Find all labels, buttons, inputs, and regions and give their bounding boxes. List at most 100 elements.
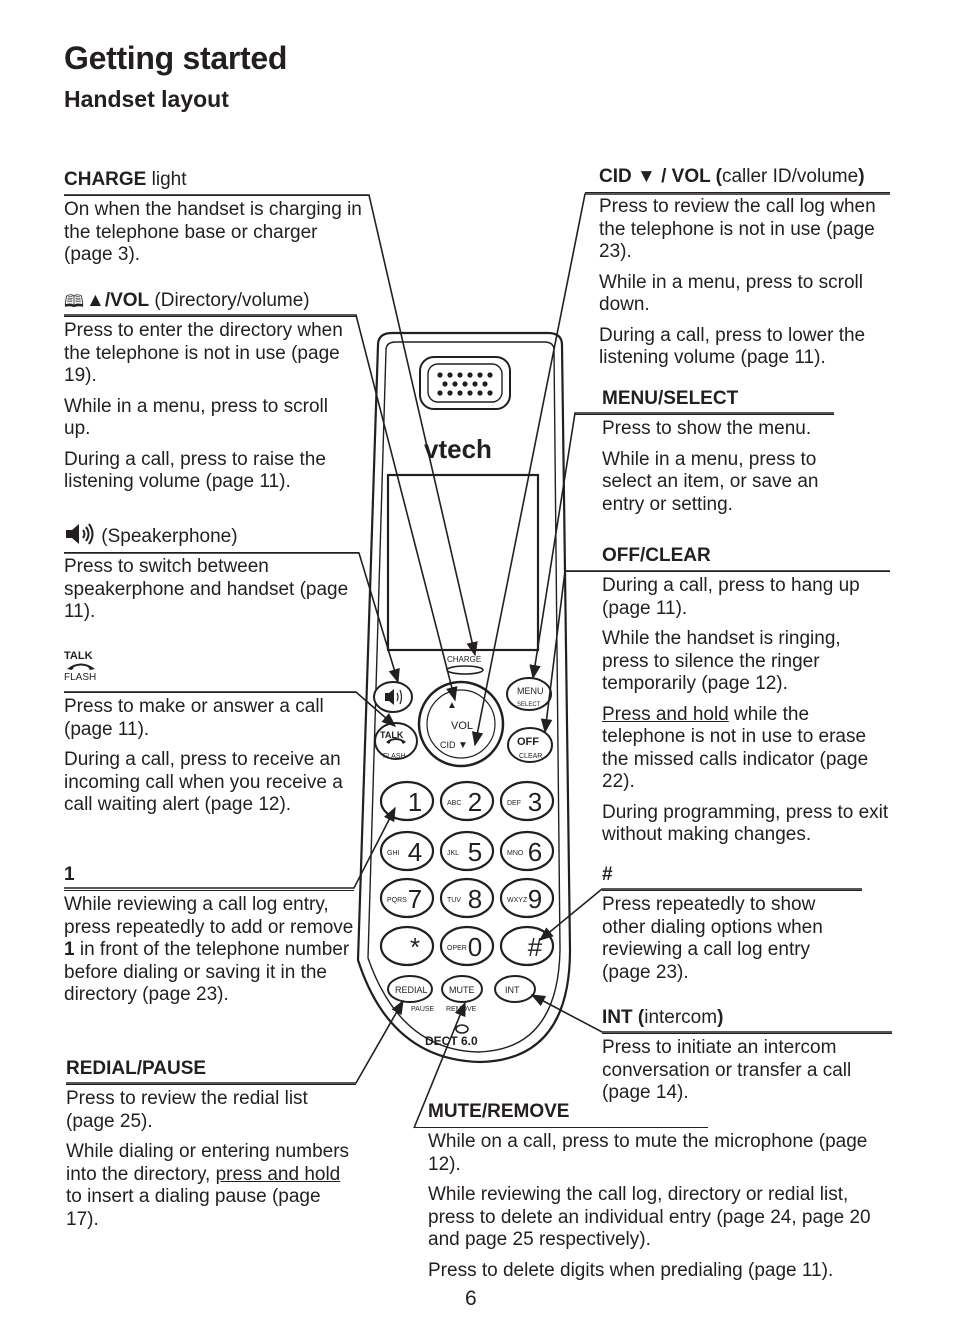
handset-inner-outline <box>367 341 561 1053</box>
svg-text:TALK: TALK <box>380 730 404 740</box>
keypad-key-hash: # <box>499 925 555 967</box>
keypad-key-letters: TUV <box>447 897 461 904</box>
charge-light <box>446 665 484 675</box>
redial-description-1: Press to review the redial list (page 25… <box>66 1088 308 1132</box>
menu-select-button <box>506 677 552 711</box>
off-description-4: During programming, press to exit withou… <box>602 801 889 846</box>
keypad-key-1: 1 <box>379 780 435 822</box>
section-subtitle: Handset layout <box>64 86 229 112</box>
svg-text:FLASH: FLASH <box>383 753 406 760</box>
menu-description-1: Press to show the menu. <box>602 418 812 439</box>
display-screen <box>386 473 540 652</box>
svg-text:CLEAR: CLEAR <box>519 753 542 760</box>
redial-pause-button <box>387 975 433 1003</box>
svg-text:CID: CID <box>440 740 456 750</box>
directory-description-3: During a call, press to raise the listen… <box>64 448 326 493</box>
keypad-key-number: 7 <box>408 884 422 914</box>
keypad-key-6: MNO 6 <box>499 830 555 872</box>
keypad-key-letters: JKL <box>447 850 459 857</box>
talk-callout: TALK FLASH Press to make or answer a cal… <box>64 651 356 817</box>
keypad-key-letters: MNO <box>507 850 524 857</box>
mute-remove-button <box>441 975 483 1003</box>
earpiece-grille <box>419 356 511 410</box>
nav-ring <box>417 680 505 768</box>
menu-description-2: While in a menu, press to select an item… <box>602 448 819 515</box>
keypad-key-number: 9 <box>528 884 542 914</box>
intercom-button <box>494 975 536 1003</box>
off-clear-callout: OFF/CLEAR During a call, press to hang u… <box>565 545 890 847</box>
speaker-button <box>373 681 413 713</box>
mute-remove-heading: MUTE/REMOVE <box>414 1101 708 1128</box>
keypad-key-star: * <box>379 925 435 967</box>
directory-description-2: While in a menu, press to scroll up. <box>64 395 328 440</box>
off-description-3: Press and hold while the telephone is no… <box>602 703 869 793</box>
talk-description-2: During a call, press to receive an incom… <box>64 749 343 815</box>
talk-flash-icon: TALK FLASH <box>64 650 97 684</box>
keypad-key-letters: PQRS <box>387 897 407 904</box>
svg-text:▲: ▲ <box>447 700 457 711</box>
cid-volume-callout: CID ▼ / VOL (caller ID/volume) Press to … <box>585 166 890 370</box>
hash-key-heading: # <box>602 864 862 891</box>
keypad-key-letters: WXYZ <box>507 897 528 904</box>
keypad-key-number: 8 <box>468 884 482 914</box>
talk-description-1: Press to make or answer a call (page 11)… <box>64 696 324 740</box>
cid-description-1: Press to review the call log when the te… <box>599 196 876 262</box>
keypad-key-number: 0 <box>468 932 482 962</box>
speakerphone-description: Press to switch between speakerphone and… <box>64 556 349 622</box>
svg-text:OFF: OFF <box>517 736 539 748</box>
svg-text:INT: INT <box>505 985 520 995</box>
directory-volume-heading: 🕮▲/VOL (Directory/volume) <box>64 290 356 317</box>
mute-description-3: Press to delete digits when predialing (… <box>428 1259 834 1281</box>
keypad-key-number: # <box>528 932 543 962</box>
mute-description-1: While on a call, press to mute the micro… <box>428 1131 868 1175</box>
hash-description: Press repeatedly to show other dialing o… <box>602 894 823 983</box>
svg-text:CHARGE: CHARGE <box>447 655 481 664</box>
microphone-hole <box>455 1024 469 1034</box>
off-description-1: During a call, press to hang up (page 11… <box>602 575 860 619</box>
off-clear-button <box>507 727 553 763</box>
hash-key-callout: # Press repeatedly to show other dialing… <box>602 864 862 984</box>
menu-select-heading: MENU/SELECT <box>575 388 834 415</box>
off-clear-heading: OFF/CLEAR <box>565 545 890 572</box>
svg-text:REMOVE: REMOVE <box>446 1006 477 1013</box>
cid-description-3: During a call, press to lower the listen… <box>599 324 866 369</box>
handset-outline <box>356 331 572 1064</box>
directory-description-1: Press to enter the directory when the te… <box>64 320 343 386</box>
svg-text:REDIAL: REDIAL <box>395 985 428 995</box>
keypad-key-number: * <box>410 932 420 962</box>
redial-description-2: While dialing or entering numbers into t… <box>66 1141 350 1230</box>
redial-pause-callout: REDIAL/PAUSE Press to review the redial … <box>66 1058 356 1231</box>
keypad-key-number: 1 <box>408 787 422 817</box>
svg-text:MENU: MENU <box>517 686 544 696</box>
directory-book-icon: 🕮 <box>64 292 85 311</box>
keypad-key-number: 2 <box>468 787 482 817</box>
speaker-icon <box>66 523 94 545</box>
keypad-key-letters: DEF <box>507 800 521 807</box>
directory-volume-callout: 🕮▲/VOL (Directory/volume) Press to enter… <box>64 290 356 494</box>
keypad-key-letters: GHI <box>387 850 400 857</box>
charge-heading: CHARGE light <box>64 169 369 196</box>
charge-description: On when the handset is charging in the t… <box>64 199 362 265</box>
talk-heading: TALK FLASH <box>64 651 356 693</box>
keypad-key-3: DEF 3 <box>499 780 555 822</box>
dect-badge: DECT 6.0 <box>425 1034 478 1048</box>
charge-callout: CHARGE light On when the handset is char… <box>64 169 369 267</box>
svg-text:▼: ▼ <box>458 740 468 751</box>
keypad-key-number: 3 <box>528 787 542 817</box>
svg-text:MUTE: MUTE <box>449 985 475 995</box>
svg-text:PAUSE: PAUSE <box>411 1006 435 1013</box>
keypad-key-letters: OPER <box>447 945 467 952</box>
keypad-key-8: TUV 8 <box>439 877 495 919</box>
redial-pause-heading: REDIAL/PAUSE <box>66 1058 356 1085</box>
svg-text:SELECT: SELECT <box>517 702 541 708</box>
cid-description-2: While in a menu, press to scroll down. <box>599 271 863 316</box>
mute-remove-callout: MUTE/REMOVE While on a call, press to mu… <box>414 1101 890 1282</box>
keypad-key-number: 6 <box>528 837 542 867</box>
up-arrow-icon: ▲ <box>86 290 105 311</box>
